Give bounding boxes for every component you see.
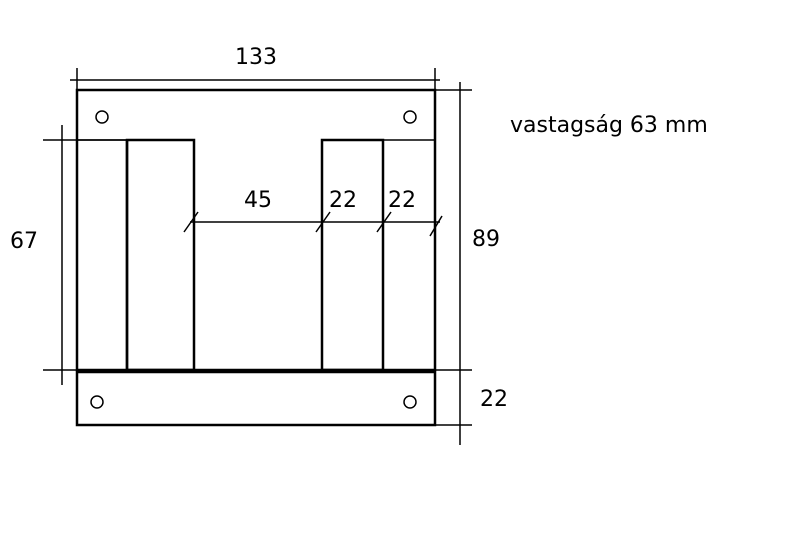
tick-window-right (315, 211, 331, 233)
mounting-hole-bottom-right (403, 395, 417, 409)
e-core-outline (75, 88, 437, 372)
i-yoke-outline (75, 370, 437, 427)
center-right-leg (320, 138, 385, 372)
dim-window-height: 67 (10, 229, 38, 254)
dim-yoke-height: 22 (480, 387, 508, 412)
dim-leg-width-b: 22 (388, 188, 416, 213)
tick-window-left (183, 211, 199, 233)
tick-outer-right (429, 215, 443, 237)
dim-total-height: 89 (472, 227, 500, 252)
mounting-hole-bottom-left (90, 395, 104, 409)
tick-leg-right (376, 211, 392, 233)
mounting-hole-top-left (95, 110, 109, 124)
thickness-note: vastagság 63 mm (510, 113, 708, 138)
center-left-leg (125, 138, 196, 372)
dim-total-width: 133 (235, 45, 277, 70)
mounting-hole-top-right (403, 110, 417, 124)
dim-window-width: 45 (244, 188, 272, 213)
dim-leg-width-a: 22 (329, 188, 357, 213)
